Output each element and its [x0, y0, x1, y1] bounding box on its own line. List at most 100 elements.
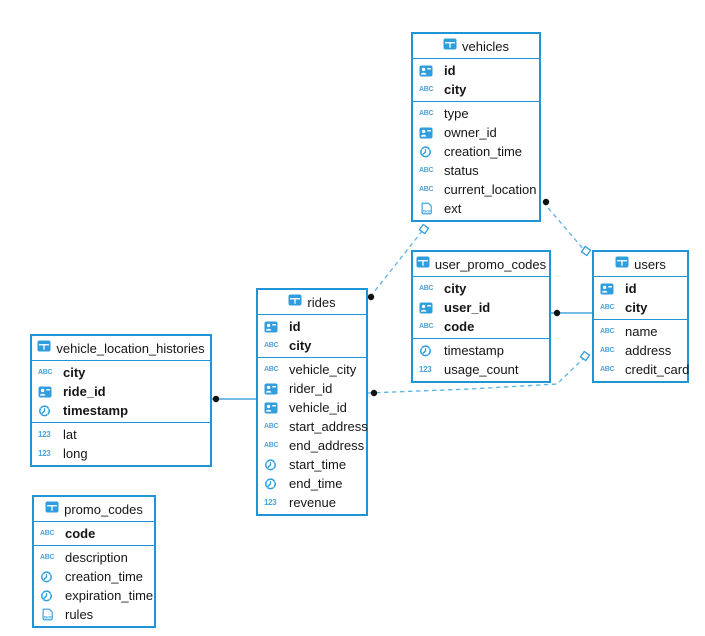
db-table-rides[interactable]: rides id ABC city ABC vehicle_city rider… [256, 288, 368, 516]
column-row-credit_card[interactable]: ABC credit_card [594, 360, 689, 379]
column-name: revenue [289, 495, 336, 510]
table-header[interactable]: rides [258, 290, 366, 315]
column-name: code [65, 526, 96, 541]
pk-column-row-user_id[interactable]: user_id [413, 298, 549, 317]
db-table-vehicle_location_histories[interactable]: vehicle_location_histories ABC city ride… [30, 334, 212, 467]
column-row-revenue[interactable]: 123 revenue [258, 493, 366, 512]
column-row-address[interactable]: ABC address [594, 341, 687, 360]
table-name: vehicles [462, 38, 509, 54]
table-header[interactable]: vehicle_location_histories [32, 336, 210, 361]
table-icon [45, 500, 59, 518]
column-row-usage_count[interactable]: 123 usage_count [413, 360, 549, 379]
primary-key-section: id ABC city [258, 315, 366, 358]
column-row-start_address[interactable]: ABC start_address [258, 417, 368, 436]
pk-column-row-city[interactable]: ABC city [413, 279, 549, 298]
timestamp-icon [40, 570, 60, 583]
string-icon: ABC [419, 323, 434, 330]
pk-column-row-id[interactable]: id [258, 317, 366, 336]
column-name: ride_id [63, 384, 106, 399]
column-name: usage_count [444, 362, 519, 377]
columns-section: ABC name ABC address ABC credit_card [594, 320, 689, 381]
table-name: rides [307, 294, 336, 310]
json-icon: JSON [419, 202, 439, 215]
table-name: users [634, 256, 666, 272]
column-row-creation_time[interactable]: creation_time [34, 567, 154, 586]
svg-text:JSON: JSON [43, 616, 53, 620]
db-table-promo_codes[interactable]: promo_codes ABC code ABC description cre… [32, 495, 156, 628]
primary-key-section: id ABC city [594, 277, 687, 320]
column-name: type [444, 106, 469, 121]
column-row-rules[interactable]: JSON rules [34, 605, 154, 624]
column-row-timestamp[interactable]: timestamp [413, 341, 549, 360]
pk-column-row-code[interactable]: ABC code [34, 524, 154, 543]
string-icon: ABC [419, 86, 434, 93]
table-name: user_promo_codes [434, 256, 547, 272]
column-row-ext[interactable]: JSON ext [413, 199, 539, 218]
column-row-start_time[interactable]: start_time [258, 455, 366, 474]
column-row-end_time[interactable]: end_time [258, 474, 366, 493]
pk-column-row-id[interactable]: id [413, 61, 539, 80]
timestamp-icon [264, 458, 284, 471]
db-table-vehicles[interactable]: vehicles id ABC city ABC type owner_id c… [411, 32, 541, 222]
relation-dot-marker [370, 389, 378, 397]
db-table-user_promo_codes[interactable]: user_promo_codes ABC city user_id ABC co… [411, 250, 551, 383]
string-icon: ABC [264, 442, 279, 449]
relation-dot-marker [542, 198, 550, 206]
svg-text:JSON: JSON [422, 210, 432, 214]
string-icon: ABC [264, 423, 279, 430]
column-row-creation_time[interactable]: creation_time [413, 142, 539, 161]
column-row-vehicle_id[interactable]: vehicle_id [258, 398, 366, 417]
pk-column-row-code[interactable]: ABC code [413, 317, 549, 336]
string-icon: ABC [38, 369, 53, 376]
column-name: expiration_time [65, 588, 154, 603]
column-row-expiration_time[interactable]: expiration_time [34, 586, 154, 605]
column-name: start_address [289, 419, 368, 434]
column-row-current_location[interactable]: ABC current_location [413, 180, 539, 199]
column-row-lat[interactable]: 123 lat [32, 425, 210, 444]
pk-column-row-city[interactable]: ABC city [594, 298, 687, 317]
pk-column-row-ride_id[interactable]: ride_id [32, 382, 210, 401]
pk-column-row-timestamp[interactable]: timestamp [32, 401, 210, 420]
table-icon [416, 255, 430, 273]
db-table-users[interactable]: users id ABC city ABC name ABC address A… [592, 250, 689, 383]
column-name: vehicle_id [289, 400, 347, 415]
column-row-type[interactable]: ABC type [413, 104, 539, 123]
column-row-end_address[interactable]: ABC end_address [258, 436, 366, 455]
column-row-status[interactable]: ABC status [413, 161, 539, 180]
column-name: end_address [289, 438, 365, 453]
table-header[interactable]: vehicles [413, 34, 539, 59]
column-name: name [625, 324, 658, 339]
column-name: rules [65, 607, 94, 622]
column-name: user_id [444, 300, 491, 315]
timestamp-icon [38, 404, 58, 417]
column-name: start_time [289, 457, 347, 472]
column-name: address [625, 343, 672, 358]
column-row-owner_id[interactable]: owner_id [413, 123, 539, 142]
pk-column-row-city[interactable]: ABC city [32, 363, 210, 382]
column-row-name[interactable]: ABC name [594, 322, 687, 341]
column-row-long[interactable]: 123 long [32, 444, 210, 463]
relation-dot-marker [553, 309, 561, 317]
uuid-icon [38, 386, 58, 398]
column-row-vehicle_city[interactable]: ABC vehicle_city [258, 360, 366, 379]
table-name: promo_codes [64, 501, 143, 517]
string-icon: ABC [419, 186, 434, 193]
column-name: city [63, 365, 86, 380]
table-header[interactable]: promo_codes [34, 497, 154, 522]
number-icon: 123 [38, 448, 51, 458]
pk-column-row-city[interactable]: ABC city [413, 80, 539, 99]
column-row-rider_id[interactable]: rider_id [258, 379, 366, 398]
column-name: city [625, 300, 648, 315]
primary-key-section: ABC city user_id ABC code [413, 277, 549, 339]
columns-section: timestamp 123 usage_count [413, 339, 549, 381]
table-header[interactable]: users [594, 252, 687, 277]
string-icon: ABC [419, 110, 434, 117]
pk-column-row-id[interactable]: id [594, 279, 687, 298]
column-row-description[interactable]: ABC description [34, 548, 154, 567]
column-name: creation_time [65, 569, 144, 584]
relation-square-marker [580, 245, 592, 257]
json-icon: JSON [40, 608, 60, 621]
table-header[interactable]: user_promo_codes [413, 252, 549, 277]
pk-column-row-city[interactable]: ABC city [258, 336, 366, 355]
uuid-icon [419, 302, 439, 314]
